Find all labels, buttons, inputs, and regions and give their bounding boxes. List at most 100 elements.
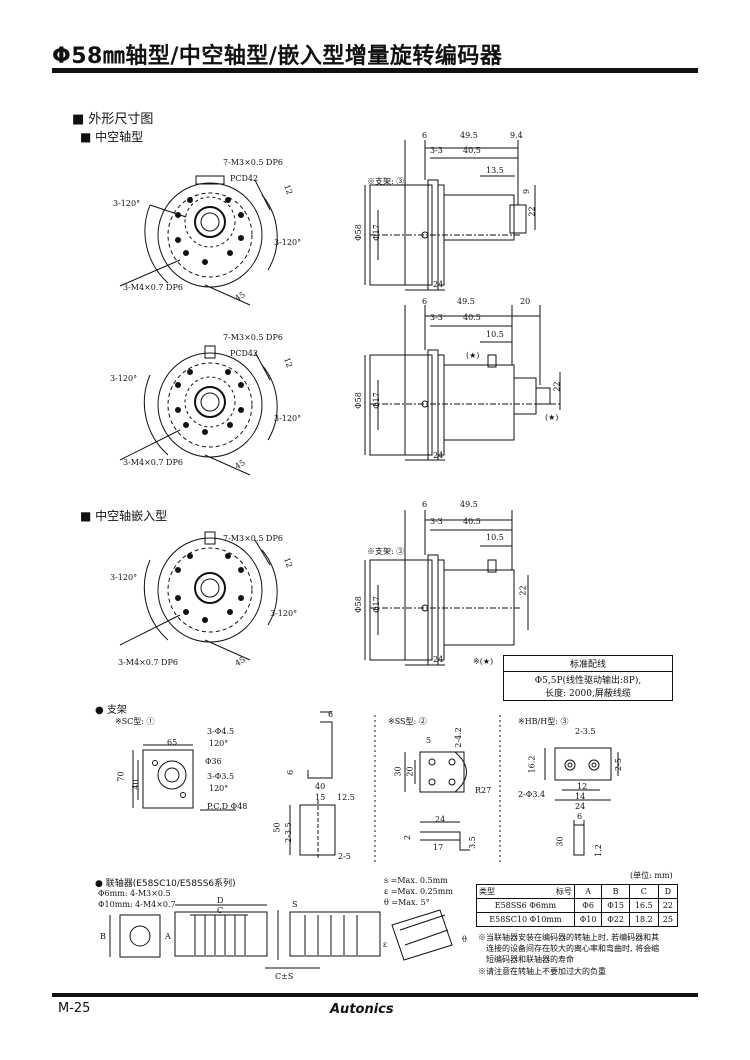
dim-49-5-2: 49.5	[457, 297, 475, 306]
page-title: Φ58㎜轴型/中空轴型/嵌入型增量旋转编码器	[52, 44, 503, 69]
sc-dim-12-5: 12.5	[337, 793, 355, 802]
ss-dim-20: 20	[405, 766, 415, 777]
sc-dim-40: 40	[131, 779, 141, 790]
angle-right: 3-120°	[274, 238, 302, 247]
sc-hole-2: 3-Φ3.5	[207, 772, 235, 781]
angle-left-2: 3-120°	[110, 374, 138, 383]
table-row: E58SS6 Φ6mm Φ6 Φ15 16.5 22	[476, 898, 679, 913]
table-header-type-mark: 类型 标号	[476, 884, 575, 899]
section-dimensions: ■ 外形尺寸图	[72, 112, 154, 127]
flange-outline	[158, 183, 262, 287]
coupling-theta-mark: θ	[462, 935, 467, 944]
hole-spec-m3-2: 7-M3×0.5 DP6	[223, 333, 283, 342]
pcd-label-2: PCD42	[230, 349, 259, 358]
dim-22-3: 22	[518, 585, 528, 596]
angle-left: 3-120°	[113, 199, 141, 208]
dim-3-3-3: 3-3	[430, 517, 443, 526]
table-col-a: A	[573, 884, 603, 899]
sc-dim-15: 15	[315, 793, 326, 802]
sc-dim-65: 65	[167, 738, 178, 747]
ss-dim-2: 2	[403, 834, 413, 841]
hb-dim-1-2: 1.2	[593, 844, 603, 857]
hb-dim-2-5: 2-5	[613, 758, 623, 771]
ss-dim-5: 5	[426, 736, 432, 745]
angle-right-3: 3-120°	[270, 609, 298, 618]
dim-phi58-2: Φ58	[353, 392, 363, 409]
page-number: M-25	[58, 1001, 91, 1016]
star-mark-1: (★)	[466, 351, 480, 360]
dim-10-5: 10.5	[486, 330, 504, 339]
sc-hole-2-angle: 120°	[209, 784, 229, 793]
note-3: 短编码器和联轴器的寿命	[486, 955, 574, 964]
dim-10-5-3: 10.5	[486, 533, 504, 542]
section-coupling: ● 联轴器(E58SC10/E58SS6系列)	[95, 879, 236, 889]
tolerance-eps: ε =Max. 0.25mm	[384, 887, 453, 896]
section-hollow-embedded: ■ 中空轴嵌入型	[80, 509, 168, 523]
dim-49-5: 49.5	[460, 131, 478, 140]
bracket-note: ※支架: ③	[367, 177, 405, 186]
dim-20: 20	[520, 297, 531, 306]
table-header-type: 类型	[479, 887, 495, 896]
hb-dim-phi-3-4: 2-Φ3.4	[518, 790, 546, 799]
table-cell: Φ15	[601, 898, 630, 913]
footer-rule	[52, 993, 698, 997]
wiring-line-1: Φ5,5P(线性驱动输出:8P),	[534, 676, 642, 686]
tolerance-s: s =Max. 0.5mm	[384, 876, 448, 885]
sc-dim-2-5: 2-5	[338, 852, 351, 861]
dim-phi58: Φ58	[353, 224, 363, 241]
sc-dim-50: 50	[272, 822, 282, 833]
dim-40-5-3: 40.5	[463, 517, 481, 526]
unit-label: (单位: mm)	[630, 871, 673, 880]
dim-24-3: 24	[433, 655, 444, 664]
coupling-eps-mark: ε	[383, 940, 388, 949]
coupling-spec-table: 类型 标号 A B C D E58SS6 Φ6mm Φ6 Φ15 16.5 22…	[476, 884, 679, 927]
sc-dim-36: Φ36	[205, 757, 222, 766]
sc-dim-2-3-5: 2-3.5	[283, 822, 293, 843]
table-cell-type: E58SS6 Φ6mm	[476, 898, 575, 913]
hole-spec-m4-2: 3-M4×0.7 DP6	[123, 458, 183, 467]
hb-dim-12: 12	[577, 782, 588, 791]
dim-phi17-3: Φ17	[371, 596, 381, 613]
sc-dim-40b: 40	[315, 782, 326, 791]
ss-dim-3-5: 3.5	[467, 836, 477, 849]
dim-13-5: 13.5	[486, 166, 504, 175]
dim-22: 22	[527, 206, 537, 217]
wiring-title: 标准配线	[503, 655, 673, 672]
ss-dim-24: 24	[435, 815, 446, 824]
note-2: 连接的设备间存在较大的离心率和弯曲时, 将会缩	[486, 944, 660, 953]
ss-bracket-label: ※SS型: ②	[388, 717, 427, 726]
table-cell: Φ22	[601, 912, 630, 927]
dim-49-5-3: 49.5	[460, 500, 478, 509]
ss-dim-30: 30	[393, 766, 403, 777]
coupling-dim-A: A	[165, 932, 171, 941]
dim-6: 6	[422, 131, 428, 140]
table-col-d: D	[657, 884, 679, 899]
angle-right-2: 3-120°	[274, 414, 302, 423]
dim-3-3: 3-3	[430, 146, 443, 155]
dim-6-3: 6	[422, 500, 428, 509]
sc-hole-1-angle: 120°	[209, 739, 229, 748]
dim-40-5: 40.5	[463, 146, 481, 155]
table-col-c: C	[628, 884, 659, 899]
coupling-dim-D: D	[217, 896, 224, 905]
table-cell: Φ6	[573, 898, 603, 913]
table-row: E58SC10 Φ10mm Φ10 Φ22 18.2 25	[476, 912, 679, 927]
dim-22-2: 22	[552, 381, 562, 392]
dim-9-4: 9.4	[510, 131, 523, 140]
ss-dim-4-2: 2-4.2	[453, 727, 463, 748]
ss-dim-17: 17	[433, 843, 444, 852]
table-cell: 16.5	[628, 898, 659, 913]
section-hollow: ■ 中空轴型	[80, 130, 144, 144]
note-4: ※请注意在转轴上不要加过大的负重	[478, 967, 606, 976]
sc-pcd: P.C.D Φ48	[207, 802, 248, 811]
dim-phi17-2: Φ17	[371, 392, 381, 409]
dim-24-2: 24	[433, 451, 444, 460]
hole-spec-m4: 3-M4×0.7 DP6	[123, 283, 183, 292]
hole-spec-m3-3: 7-M3×0.5 DP6	[223, 534, 283, 543]
hb-bracket-label: ※HB/H型: ③	[518, 717, 569, 726]
sc-side-6b: 6	[286, 769, 296, 776]
table-cell: 22	[657, 898, 679, 913]
dim-40-5-2: 40.5	[463, 313, 481, 322]
wiring-mark: ※(★)	[473, 657, 494, 666]
